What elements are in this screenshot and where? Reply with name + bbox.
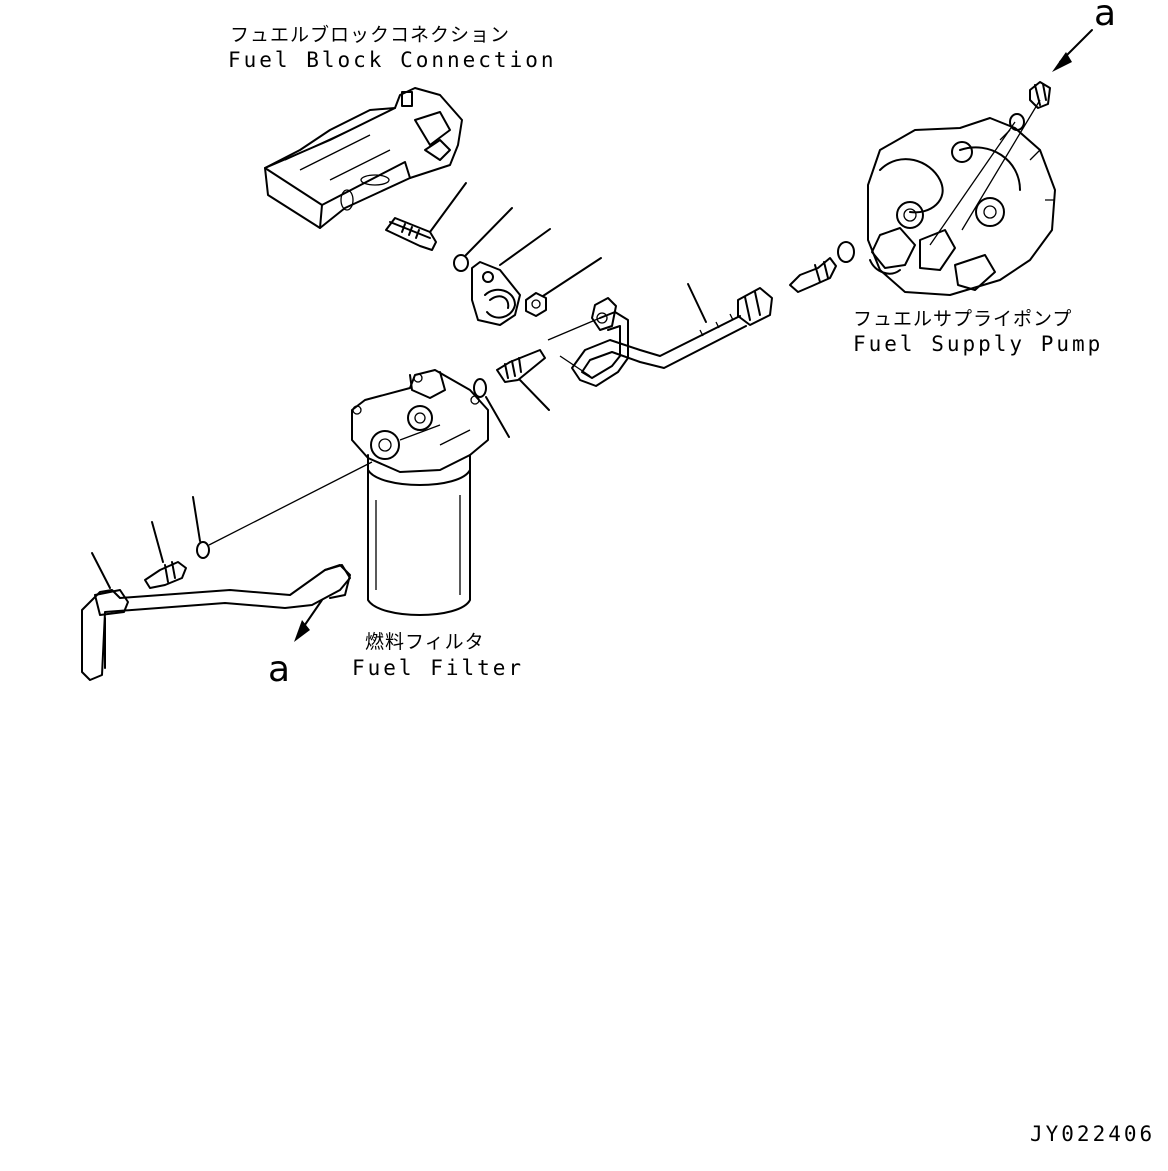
fuel-supply-pump	[867, 81, 1056, 296]
callout-arrow-top	[1052, 29, 1093, 72]
callout-label-bottom: a	[268, 649, 291, 690]
fuel-filter	[351, 369, 489, 616]
clamp-bracket	[471, 228, 551, 326]
gasket-ring	[453, 207, 513, 272]
callout-arrow-bottom	[294, 599, 323, 642]
fuel-filter-label-jp: 燃料フィルタ	[365, 631, 485, 653]
filter-inlet-fitting	[144, 521, 187, 589]
connector-fitting	[496, 349, 550, 411]
fuel-tube-upper	[547, 283, 773, 387]
fuel-filter-label-en: Fuel Filter	[352, 656, 525, 680]
fuel-block-connection	[264, 87, 463, 229]
supply-pump-label-en: Fuel Supply Pump	[853, 332, 1104, 356]
filter-inlet-ring	[192, 461, 373, 559]
fuel-tube-lower	[81, 552, 351, 681]
drawing-code: JY022406	[1030, 1122, 1156, 1146]
callout-label-top: a	[1094, 0, 1117, 34]
o-ring	[473, 378, 510, 438]
fuel-block-label-jp: フュエルブロックコネクション	[230, 24, 511, 46]
banjo-bolt	[385, 182, 467, 251]
fuel-block-label-en: Fuel Block Connection	[228, 48, 557, 72]
pump-inlet-connector	[789, 241, 855, 293]
nut	[525, 257, 602, 317]
supply-pump-label-jp: フュエルサプライポンプ	[853, 308, 1073, 330]
